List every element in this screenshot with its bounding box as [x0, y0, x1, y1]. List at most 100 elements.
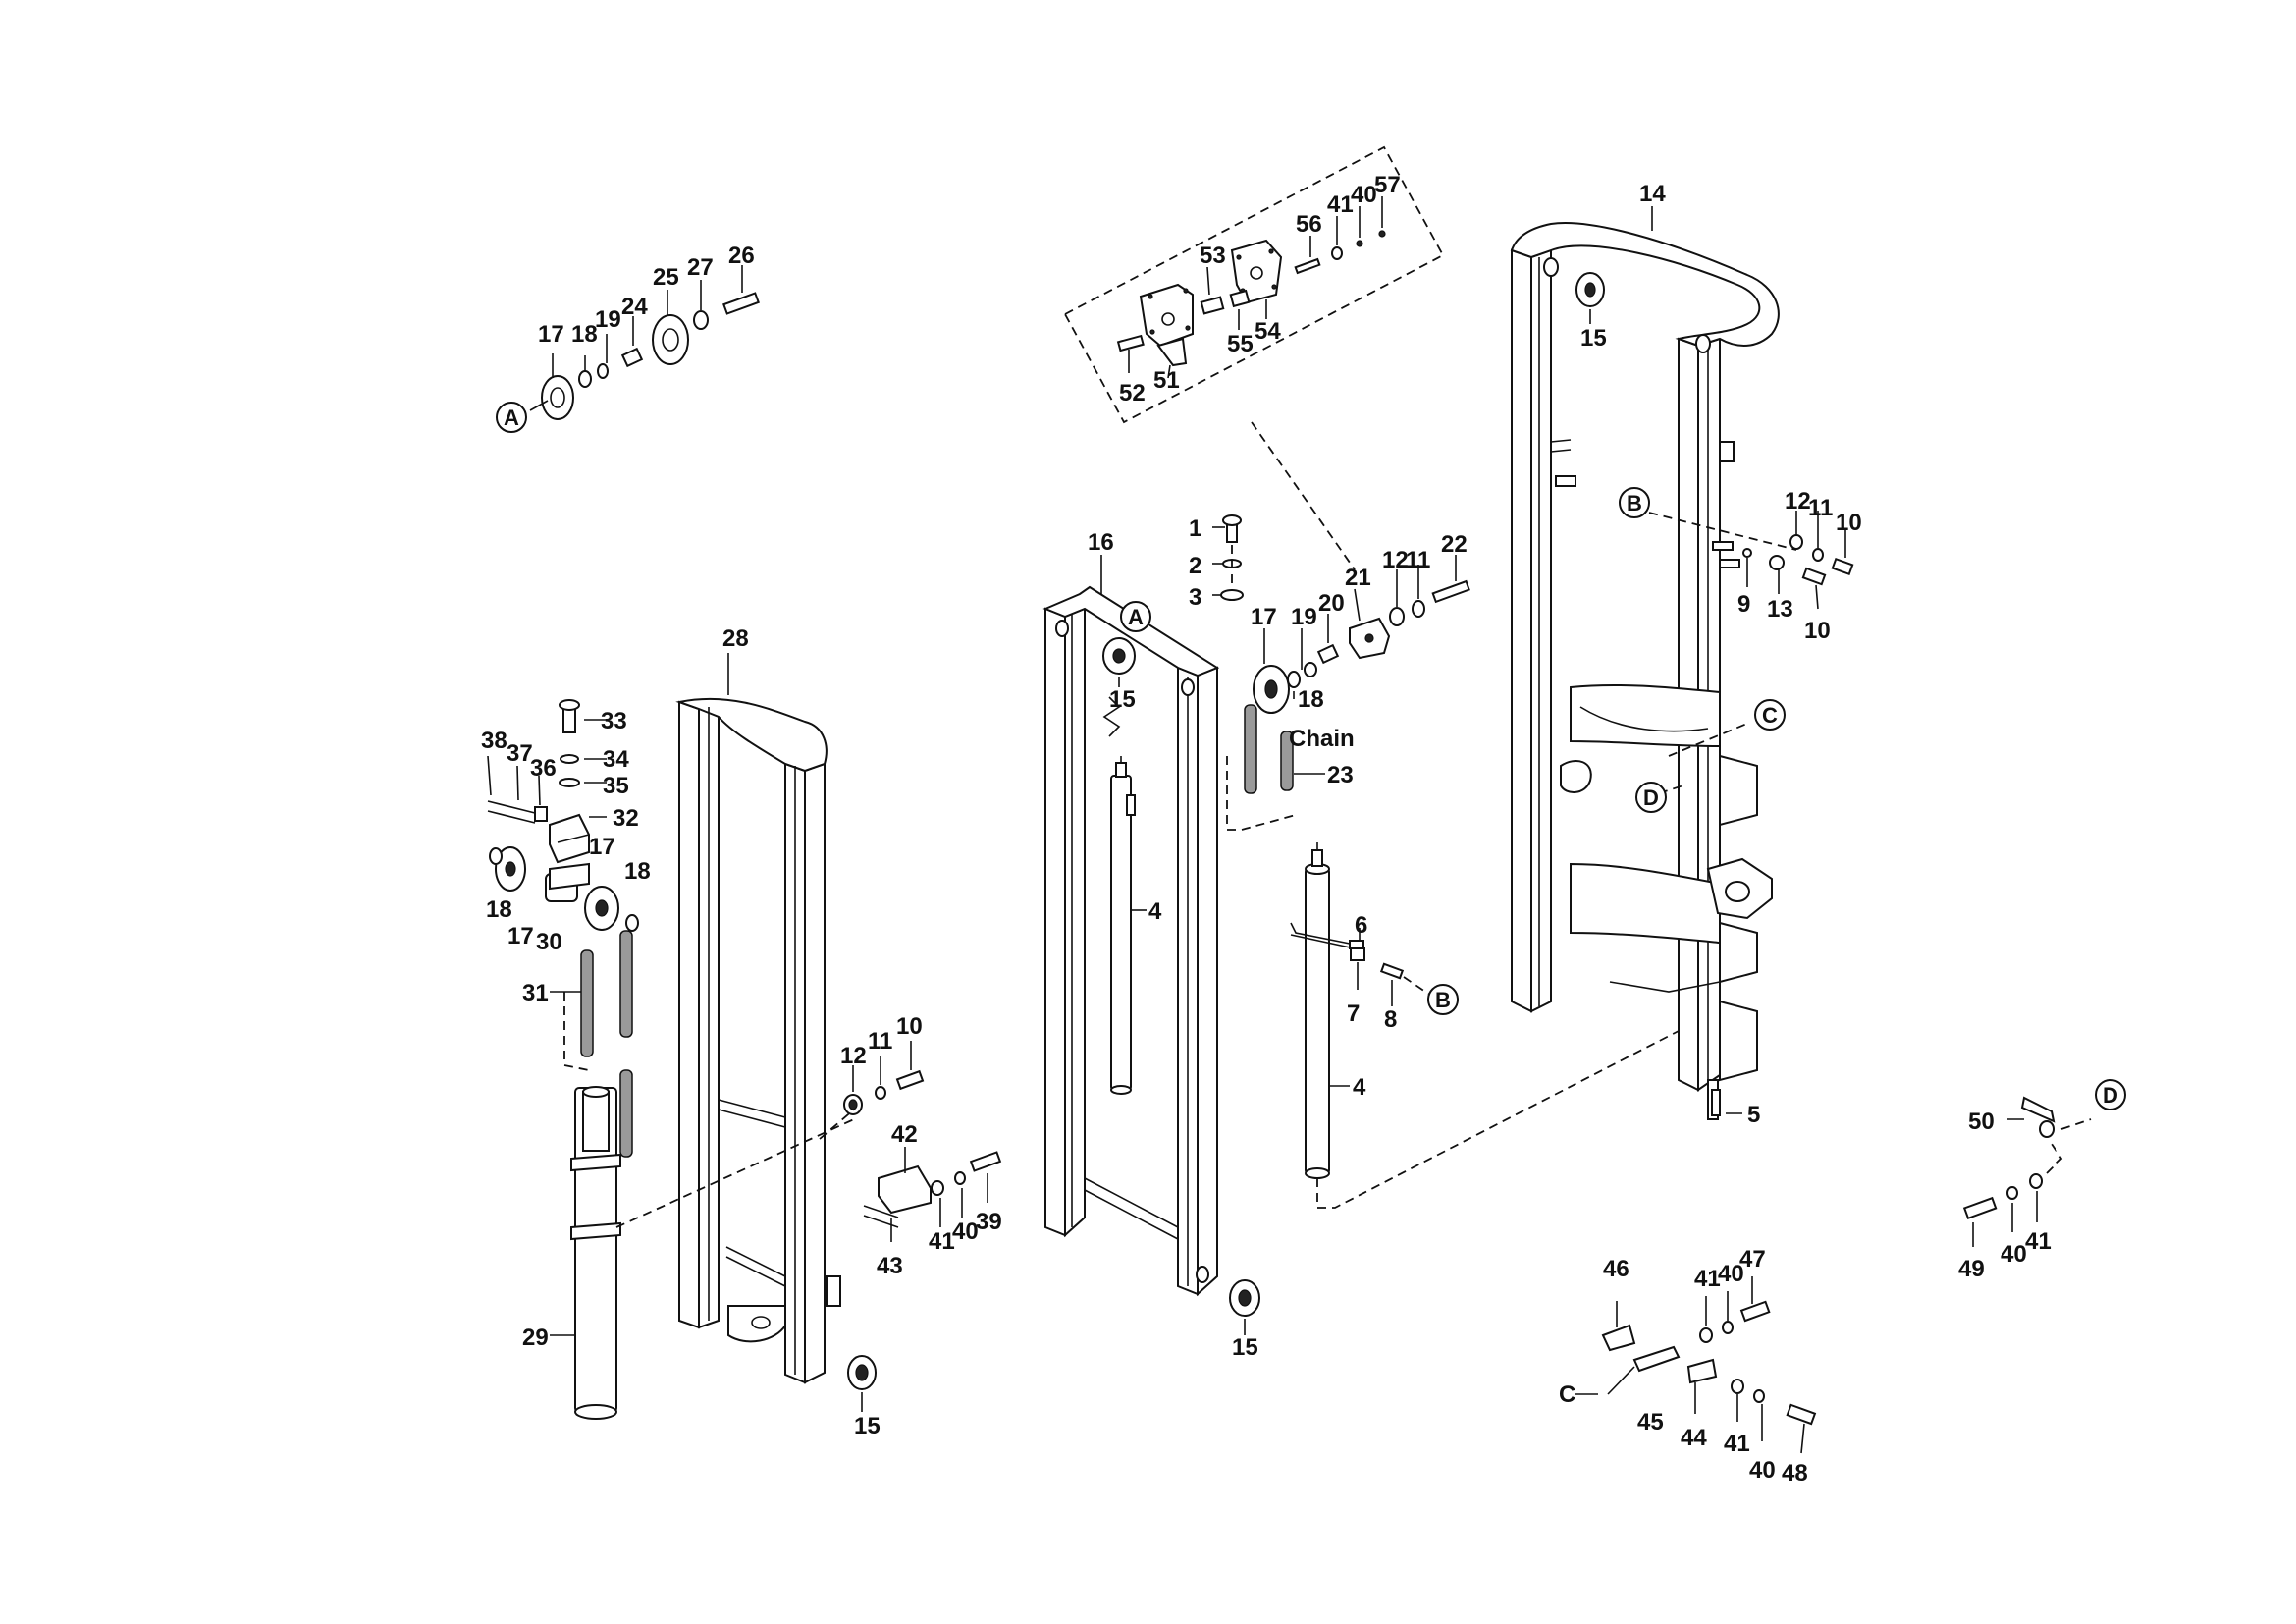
reference-letter: A [1128, 605, 1144, 629]
callout-number: 3 [1189, 584, 1201, 611]
reference-circle [1427, 984, 1459, 1015]
callout-number: 23 [1327, 762, 1354, 788]
callout-number: 15 [1109, 686, 1136, 713]
callout-number: 17 [1251, 604, 1277, 630]
callout-number: 41 [2025, 1228, 2052, 1255]
outer-mast-28 [675, 653, 877, 1412]
callout-number: 32 [613, 805, 639, 832]
callout-number: 15 [1232, 1334, 1258, 1361]
reference-marker-a: A [496, 402, 527, 433]
callout-number: 35 [603, 773, 629, 799]
callout-number: 41 [1694, 1266, 1721, 1292]
callout-number: 8 [1384, 1006, 1397, 1033]
callout-number: 55 [1227, 331, 1254, 357]
lift-cylinder-29 [487, 699, 855, 1420]
callout-number: 19 [595, 306, 621, 333]
reference-circle [1120, 601, 1151, 632]
callout-number: 40 [952, 1218, 979, 1245]
callout-number: 40 [1718, 1261, 1744, 1287]
callout-number: 18 [624, 858, 651, 885]
callout-number: 30 [536, 929, 562, 955]
callout-number: 26 [728, 243, 755, 269]
bolt-group-left [819, 1041, 1002, 1242]
roller-assembly-a [529, 265, 760, 420]
reference-marker-b: B [1427, 984, 1459, 1015]
callout-number: 12 [840, 1043, 867, 1069]
callout-number: 12 [1382, 547, 1409, 573]
reference-circle [496, 402, 527, 433]
callout-number: 6 [1355, 912, 1367, 939]
callout-number: 17 [507, 923, 534, 949]
callout-number: 52 [1119, 380, 1146, 406]
reference-letter: B [1627, 491, 1642, 515]
reference-letter: C [1762, 703, 1778, 728]
callout-number: 12 [1785, 488, 1811, 514]
callout-number: 10 [1836, 510, 1862, 536]
callout-number: 19 [1291, 604, 1317, 630]
callout-number: 1 [1189, 515, 1201, 542]
callout-number: 49 [1958, 1256, 1985, 1282]
callout-number: 40 [1351, 182, 1377, 208]
top-sheave-assembly [1212, 514, 1470, 831]
callout-number: 54 [1255, 318, 1281, 345]
callout-number: 31 [522, 980, 549, 1006]
callout-number: 7 [1347, 1001, 1360, 1027]
callout-number: 25 [653, 264, 679, 291]
callout-number: 46 [1603, 1256, 1629, 1282]
callout-number: 56 [1296, 211, 1322, 238]
callout-number: 28 [722, 625, 749, 652]
callout-number: 43 [877, 1253, 903, 1279]
callout-number: 53 [1200, 243, 1226, 269]
reference-marker-b: B [1619, 487, 1650, 518]
callout-number: 33 [601, 708, 627, 734]
callout-number: 17 [538, 321, 564, 348]
reference-letter: B [1435, 988, 1451, 1012]
reference-circle [1635, 782, 1667, 813]
callout-number: 16 [1088, 529, 1114, 556]
callout-number: 5 [1747, 1102, 1760, 1128]
detail-box-plates [1063, 145, 1445, 570]
callout-number: 11 [1808, 495, 1833, 521]
callout-number: C [1559, 1381, 1575, 1408]
callout-number: 4 [1148, 898, 1162, 925]
reference-marker-d: D [2095, 1079, 2126, 1110]
reference-letter: D [2103, 1083, 2118, 1108]
reference-circle [1754, 699, 1786, 731]
free-lift-cylinder-4 [1290, 842, 1680, 1209]
callout-number: 41 [929, 1228, 955, 1255]
callout-number: 17 [589, 834, 615, 860]
callout-number: 48 [1782, 1460, 1808, 1487]
callout-number: 18 [486, 896, 512, 923]
callout-number: 45 [1637, 1409, 1664, 1435]
callout-number: 34 [603, 746, 629, 773]
callout-number: 10 [896, 1013, 923, 1040]
callout-number: 18 [571, 321, 598, 348]
callout-number: 39 [976, 1209, 1002, 1235]
detail-d-bolts [1962, 1096, 2092, 1247]
reference-marker-a: A [1120, 601, 1151, 632]
callout-number: 24 [621, 294, 648, 320]
callout-number: 20 [1318, 590, 1345, 617]
callout-number: 27 [687, 254, 714, 281]
callout-number: 40 [2001, 1241, 2027, 1268]
callout-number: 9 [1737, 591, 1750, 618]
callout-number: 50 [1968, 1109, 1995, 1135]
callout-number: 29 [522, 1325, 549, 1351]
inner-mast-16 [1042, 555, 1260, 1335]
callout-number: 42 [891, 1121, 918, 1148]
callout-number: 41 [1724, 1431, 1750, 1457]
callout-number: 47 [1739, 1246, 1766, 1272]
callout-number: 36 [530, 755, 557, 782]
callout-number: 21 [1345, 565, 1371, 591]
callout-number: 44 [1681, 1425, 1707, 1451]
callout-number: 13 [1767, 596, 1793, 623]
callout-number: 18 [1298, 686, 1324, 713]
detail-c-brackets [1575, 1276, 1817, 1454]
callout-number: 11 [868, 1028, 892, 1055]
carriage-frame-14 [1510, 206, 1854, 1120]
callout-number: 11 [1406, 547, 1430, 573]
callout-number: 40 [1749, 1457, 1776, 1484]
